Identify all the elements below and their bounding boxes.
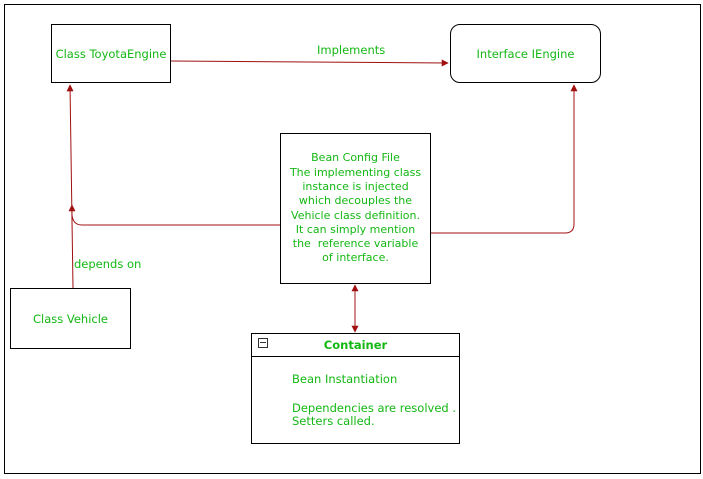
interface-iengine-label: Interface IEngine <box>476 46 575 61</box>
bean-config-line: of interface. <box>322 251 389 265</box>
bean-config-line: the reference variable <box>292 237 419 251</box>
container-header: Container <box>252 334 459 357</box>
class-toyota-engine-node[interactable]: Class ToyotaEngine <box>51 24 171 83</box>
bean-to-iengine-arrow <box>431 84 578 234</box>
depends-on-label: depends on <box>74 257 142 271</box>
interface-iengine-node[interactable]: Interface IEngine <box>450 24 601 83</box>
bean-to-vehicle-dependency-arrow <box>68 204 280 226</box>
container-title: Container <box>323 338 388 352</box>
container-line-setters-called: Setters called. <box>292 414 375 428</box>
implements-arrow <box>170 59 449 67</box>
bean-config-file-node[interactable]: Bean Config File The implementing class … <box>280 133 431 284</box>
bean-config-line: Bean Config File <box>311 151 400 165</box>
container-node[interactable]: Container Bean Instantiation Dependencie… <box>251 333 460 444</box>
container-line-bean-instantiation: Bean Instantiation <box>292 372 398 386</box>
diagram-frame <box>4 4 701 474</box>
container-line-dependencies-resolved: Dependencies are resolved . <box>292 401 457 415</box>
class-toyota-engine-label: Class ToyotaEngine <box>55 46 167 61</box>
bean-config-line: instance is injected <box>302 179 409 193</box>
bean-config-line: which decouples the <box>298 194 413 208</box>
depends-on-arrow <box>66 84 74 289</box>
implements-label: Implements <box>317 43 386 57</box>
bean-config-line: It can simply mention <box>295 222 416 236</box>
class-vehicle-node[interactable]: Class Vehicle <box>10 288 131 349</box>
collapse-icon[interactable] <box>258 338 268 348</box>
class-vehicle-label: Class Vehicle <box>32 311 109 326</box>
bean-config-line: Vehicle class definition. <box>291 208 420 222</box>
bean-config-line: The implementing class <box>289 165 422 179</box>
